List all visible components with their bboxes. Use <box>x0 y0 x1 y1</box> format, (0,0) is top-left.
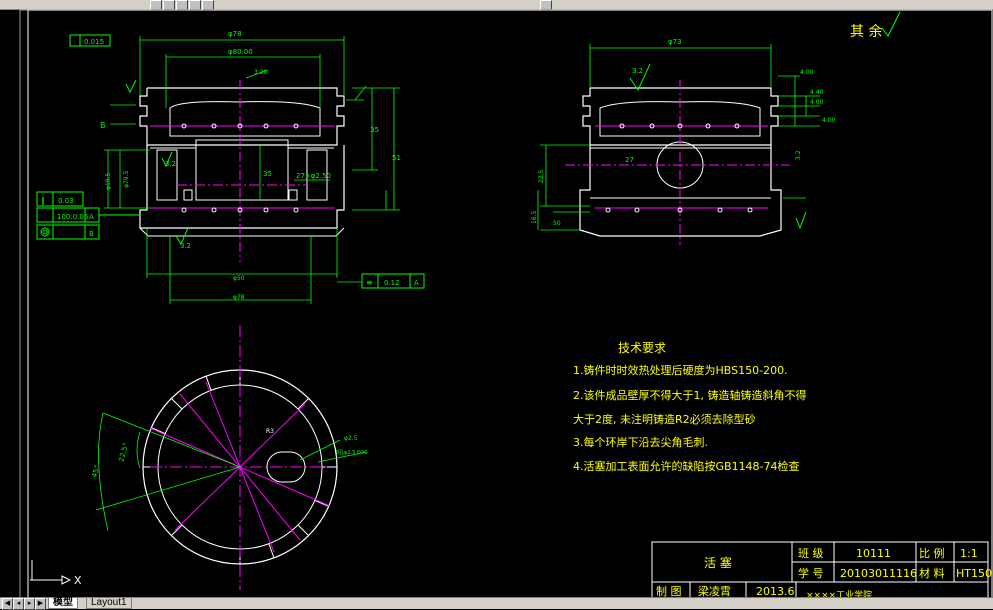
svg-text:B: B <box>100 121 106 130</box>
datum-box-top: 0.015 <box>69 34 111 47</box>
svg-text:3.每个环岸下沿去尖角毛刺.: 3.每个环岸下沿去尖角毛刺. <box>573 435 708 449</box>
svg-text:4.00: 4.00 <box>800 69 814 76</box>
tech-requirements: 技术要求 1.铸件时时效热处理后硬度为HBS150-200. 2.该件成品壁厚不… <box>573 341 807 473</box>
svg-text:制 图: 制 图 <box>656 585 682 598</box>
svg-text:51: 51 <box>392 154 401 162</box>
svg-text:技术要求: 技术要求 <box>618 341 666 355</box>
prev-tab-icon[interactable]: ◂ <box>13 598 24 610</box>
svg-text:2.该件成品壁厚不得大于1, 铸造轴铸造斜角不得: 2.该件成品壁厚不得大于1, 铸造轴铸造斜角不得 <box>573 388 807 402</box>
svg-text:∥: ∥ <box>41 196 45 205</box>
tolerance-frame-bottom <box>361 273 425 289</box>
svg-text:0.12: 0.12 <box>384 279 400 287</box>
svg-text:比 例: 比 例 <box>919 546 945 560</box>
svg-text:3.20: 3.20 <box>254 69 268 76</box>
title-block: 活 塞 班 级 10111 比 例 1:1 学 号 20103011116 材 … <box>651 541 992 601</box>
bottom-view: 22.5° 45° R3 φ2.5 8孔φ2.5 EQS <box>90 325 367 590</box>
svg-text:27×φ2.50: 27×φ2.50 <box>296 172 331 180</box>
svg-text:活 塞: 活 塞 <box>704 555 732 570</box>
svg-text:φ80.00: φ80.00 <box>228 48 253 56</box>
svg-text:≡: ≡ <box>366 278 373 287</box>
svg-text:4.00: 4.00 <box>822 117 836 124</box>
svg-text:4.活塞加工表面允许的缺陷按GB1148-74检查: 4.活塞加工表面允许的缺陷按GB1148-74检查 <box>573 459 800 473</box>
svg-text:3.2: 3.2 <box>795 150 802 160</box>
svg-text:班 级: 班 级 <box>798 547 824 560</box>
roughness-note: 其 余 <box>850 11 901 40</box>
layout-tabs-bar: ◀ ◂ ▸ ▶ 模型 Layout1 <box>0 597 993 610</box>
svg-text:学 号: 学 号 <box>798 566 824 580</box>
svg-text:X: X <box>74 574 82 587</box>
svg-text:φ19.5: φ19.5 <box>105 173 112 191</box>
front-view: φ78 φ80.00 3.20 B 35 51 35 27×φ2.50 φ19.… <box>36 30 425 304</box>
tolerance-frames <box>36 191 140 240</box>
svg-text:20103011116: 20103011116 <box>840 567 917 580</box>
svg-text:大于2度, 未注明铸造R2必须去除型砂: 大于2度, 未注明铸造R2必须去除型砂 <box>573 412 756 426</box>
svg-text:1:1: 1:1 <box>960 547 978 560</box>
svg-text:35: 35 <box>370 126 379 134</box>
svg-text:φ73: φ73 <box>668 38 682 46</box>
svg-text:A: A <box>414 279 419 287</box>
tab-model[interactable]: 模型 <box>48 598 78 609</box>
last-tab-icon[interactable]: ▶ <box>35 598 46 610</box>
svg-text:45°: 45° <box>90 464 101 478</box>
svg-text:2013.6: 2013.6 <box>756 585 795 598</box>
svg-text:10111: 10111 <box>856 547 891 560</box>
svg-text:φ50: φ50 <box>233 275 245 282</box>
svg-text:R3: R3 <box>266 428 274 435</box>
svg-text:8孔φ2.5 EQS: 8孔φ2.5 EQS <box>336 449 367 456</box>
svg-text:16.5: 16.5 <box>531 210 538 224</box>
ucs-icon: X <box>30 560 82 587</box>
tab-layout1[interactable]: Layout1 <box>86 598 132 609</box>
svg-text:22.5: 22.5 <box>538 169 545 183</box>
side-view: φ73 3.2 4.00 4.40 4.00 4.00 27 22.5 16.5… <box>531 38 836 245</box>
svg-text:A: A <box>89 213 94 221</box>
svg-text:3.2: 3.2 <box>632 67 643 75</box>
svg-text:其 余: 其 余 <box>850 23 882 40</box>
svg-text:材 料: 材 料 <box>919 566 945 580</box>
svg-text:B: B <box>89 230 94 238</box>
svg-text:φ79.5: φ79.5 <box>123 171 130 189</box>
svg-text:4.00: 4.00 <box>810 99 824 106</box>
svg-text:0.03: 0.03 <box>58 197 74 205</box>
svg-text:22.5°: 22.5° <box>117 442 130 463</box>
svg-text:φ78: φ78 <box>233 294 245 301</box>
svg-text:HT150: HT150 <box>956 567 992 580</box>
svg-text:100:0.05: 100:0.05 <box>57 213 88 221</box>
svg-text:φ78: φ78 <box>228 30 242 38</box>
svg-text:50: 50 <box>553 220 561 227</box>
svg-text:0.015: 0.015 <box>84 38 104 46</box>
svg-text:4.40: 4.40 <box>810 89 824 96</box>
svg-text:1.铸件时时效热处理后硬度为HBS150-200.: 1.铸件时时效热处理后硬度为HBS150-200. <box>573 363 788 377</box>
svg-text:3.2: 3.2 <box>165 160 176 168</box>
svg-text:φ2.5: φ2.5 <box>344 435 358 442</box>
svg-text:35: 35 <box>263 170 272 178</box>
drawing-frame <box>27 9 993 599</box>
next-tab-icon[interactable]: ▸ <box>24 598 35 610</box>
svg-text:27: 27 <box>625 156 634 164</box>
svg-text:梁凌霄: 梁凌霄 <box>698 584 731 598</box>
svg-text:3.2: 3.2 <box>180 242 191 250</box>
first-tab-icon[interactable]: ◀ <box>2 598 13 610</box>
